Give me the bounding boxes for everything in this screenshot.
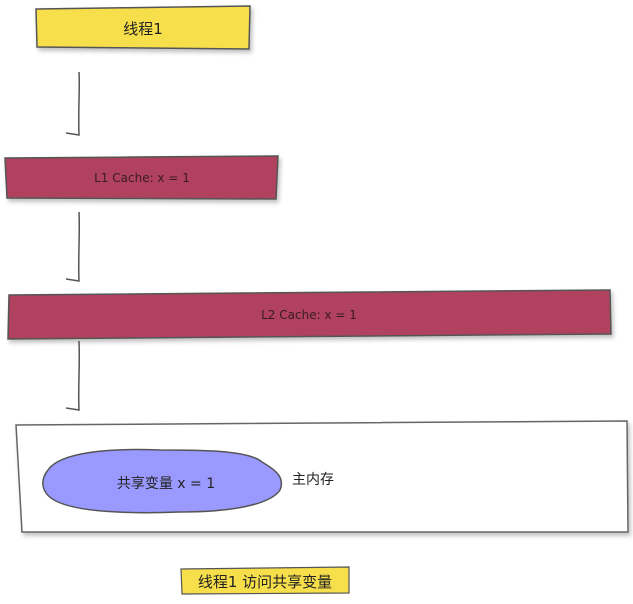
shared-variable-label: 共享变量 x = 1 bbox=[116, 476, 216, 492]
main-memory-label: 主内存 bbox=[292, 472, 334, 488]
l2-cache-label: L2 Cache: x = 1 bbox=[261, 308, 357, 322]
l2-cache-box bbox=[7, 289, 612, 340]
connector-l1-l2 bbox=[65, 211, 81, 282]
shared-variable-blob bbox=[42, 448, 283, 514]
l1-cache-box bbox=[4, 155, 279, 200]
thread-box bbox=[35, 5, 251, 50]
caption-label: 线程1 访问共享变量 bbox=[197, 572, 333, 591]
l1-cache-label: L1 Cache: x = 1 bbox=[94, 171, 190, 185]
connector-thread-l1 bbox=[65, 71, 81, 136]
connector-l2-memory bbox=[65, 340, 81, 411]
caption-highlight bbox=[180, 566, 350, 595]
thread-label: 线程1 bbox=[123, 19, 163, 38]
